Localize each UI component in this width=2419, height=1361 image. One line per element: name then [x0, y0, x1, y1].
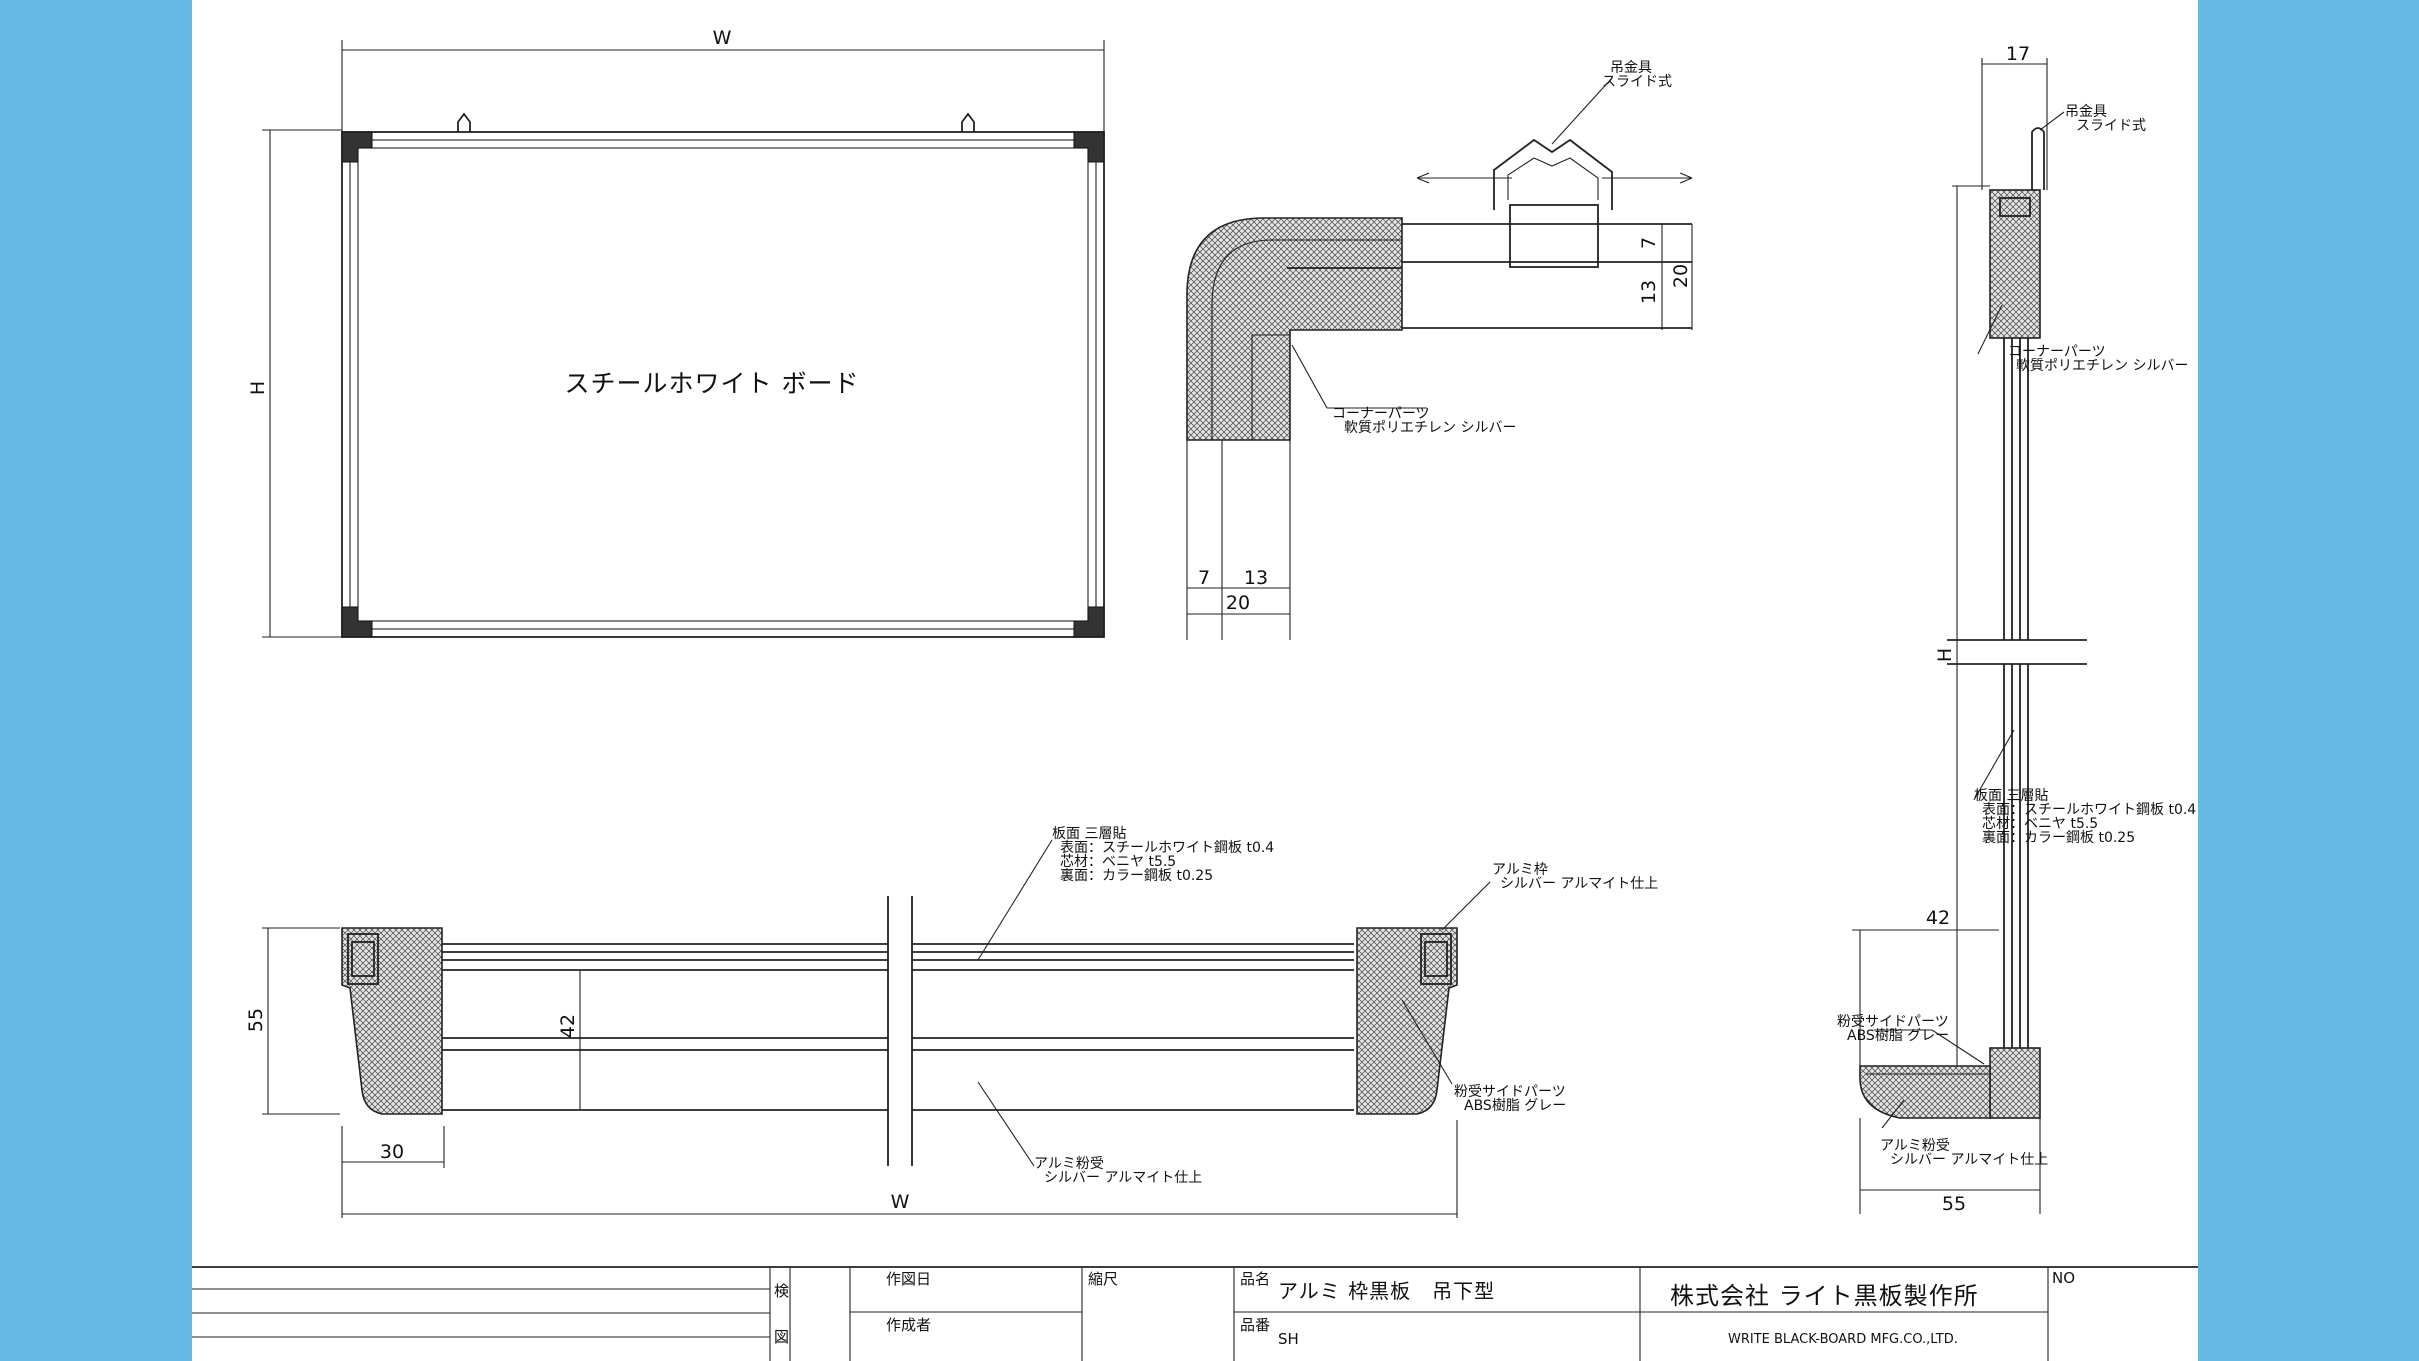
side-panel-label-4: 裏面：カラー鋼板 t0.25 [1982, 829, 2135, 846]
corner-hanger-label-1: 吊金具 [1610, 60, 1652, 76]
corner-part-label-2: 軟質ポリエチレン シルバー [1344, 420, 1516, 436]
side-dim-height: H [1934, 648, 1956, 662]
side-tray-label-2: シルバー アルマイト仕上 [1890, 1152, 2048, 1168]
side-panel-label-2: 表面：スチールホワイト鋼板 t0.4 [1982, 802, 2196, 818]
section-tray-label-1: アルミ粉受 [1034, 1156, 1104, 1172]
side-tray-side-label-1: 粉受サイドパーツ [1837, 1014, 1949, 1030]
side-panel-label-3: 芯材：ベニヤ t5.5 [1982, 816, 2098, 832]
side-hanger-label-2: スライド式 [2076, 118, 2146, 134]
side-corner-label-1: コーナーパーツ [2008, 344, 2106, 360]
corner-part-bl [341, 606, 373, 638]
side-tray-label-1: アルミ粉受 [1880, 1138, 1950, 1154]
section-dim-30: 30 [380, 1141, 404, 1163]
section-view: 55 42 30 W 板面 三層貼 表面 [245, 826, 1658, 1218]
section-dim-width: W [891, 1191, 910, 1213]
section-tray-side-label-1: 粉受サイドパーツ [1454, 1084, 1566, 1100]
technical-drawing: W H スチールホワイト ボード 吊金具 スライド式 [192, 27, 2198, 1361]
side-corner-label-2: 軟質ポリエチレン シルバー [2016, 358, 2188, 374]
corner-dim-7: 7 [1638, 237, 1660, 249]
company-name-jp: 株式会社 ライト黒板製作所 [1670, 1282, 1979, 1310]
title-block: 検 図 作図日 作成者 縮尺 品名 アルミ 枠黒板 吊下型 品番 SH 株式会社… [192, 1266, 2198, 1361]
board-label: スチールホワイト ボード [565, 369, 860, 398]
corner-dim-20-bottom: 20 [1226, 592, 1250, 614]
check-label-1: 検 [774, 1282, 789, 1300]
corner-dim-13: 13 [1638, 280, 1660, 304]
section-panel-label-1: 板面 三層貼 [1052, 826, 1126, 842]
corner-detail: 吊金具 スライド式 コーナーパーツ 軟質ポリエチレン シルバー 7 [1186, 60, 1693, 640]
corner-dim-13-bottom: 13 [1244, 567, 1268, 589]
side-panel-label-1: 板面 三層貼 [1974, 788, 2048, 804]
check-label-2: 図 [774, 1328, 789, 1346]
section-panel-label-2: 表面：スチールホワイト鋼板 t0.4 [1060, 840, 1274, 856]
corner-dim-7-bottom: 7 [1198, 567, 1210, 589]
front-view: W H スチールホワイト ボード [247, 27, 1105, 638]
section-tray-label-2: シルバー アルマイト仕上 [1044, 1170, 1202, 1186]
side-dim-42: 42 [1926, 907, 1950, 929]
product-name-label: 品名 [1240, 1270, 1270, 1288]
author-label: 作成者 [886, 1316, 931, 1334]
corner-dim-20: 20 [1670, 264, 1692, 288]
drawing-sheet: W H スチールホワイト ボード 吊金具 スライド式 [192, 0, 2198, 1361]
hanger-left [457, 112, 471, 132]
corner-part-tl [341, 131, 373, 163]
section-dim-55: 55 [245, 1008, 267, 1032]
section-dim-42: 42 [557, 1014, 579, 1038]
hanger-right [961, 112, 975, 132]
corner-hanger-label-2: スライド式 [1602, 74, 1672, 90]
front-dim-width: W [713, 27, 732, 49]
side-hanger-label-1: 吊金具 [2065, 104, 2107, 120]
no-label: NO [2052, 1269, 2075, 1287]
side-tray-side-label-2: ABS樹脂 グレー [1847, 1028, 1949, 1044]
drawn-date-label: 作図日 [886, 1270, 931, 1288]
product-code: SH [1278, 1330, 1299, 1348]
section-panel-label-3: 芯材：ベニヤ t5.5 [1060, 854, 1176, 870]
scale-label: 縮尺 [1088, 1270, 1118, 1288]
product-name: アルミ 枠黒板 吊下型 [1278, 1279, 1495, 1303]
corner-part-label-1: コーナーパーツ [1332, 406, 1430, 422]
section-panel-label-4: 裏面：カラー鋼板 t0.25 [1060, 867, 1213, 884]
corner-part-section [1186, 217, 1403, 441]
corner-part-tr [1073, 131, 1105, 163]
section-tray-side-label-2: ABS樹脂 グレー [1464, 1098, 1566, 1114]
section-frame-label-1: アルミ枠 [1492, 862, 1548, 878]
front-dim-height: H [247, 381, 269, 395]
product-code-label: 品番 [1240, 1316, 1270, 1334]
side-dim-17: 17 [2006, 43, 2030, 65]
company-name-en: WRITE BLACK-BOARD MFG.CO.,LTD. [1728, 1332, 1958, 1347]
side-view: 17 吊金具 スライド式 H コーナーパーツ 軟質ポリエチレン シルバー 板面 … [1837, 43, 2196, 1215]
side-dim-55: 55 [1942, 1193, 1966, 1215]
corner-part-br [1073, 606, 1105, 638]
section-frame-label-2: シルバー アルマイト仕上 [1500, 876, 1658, 892]
